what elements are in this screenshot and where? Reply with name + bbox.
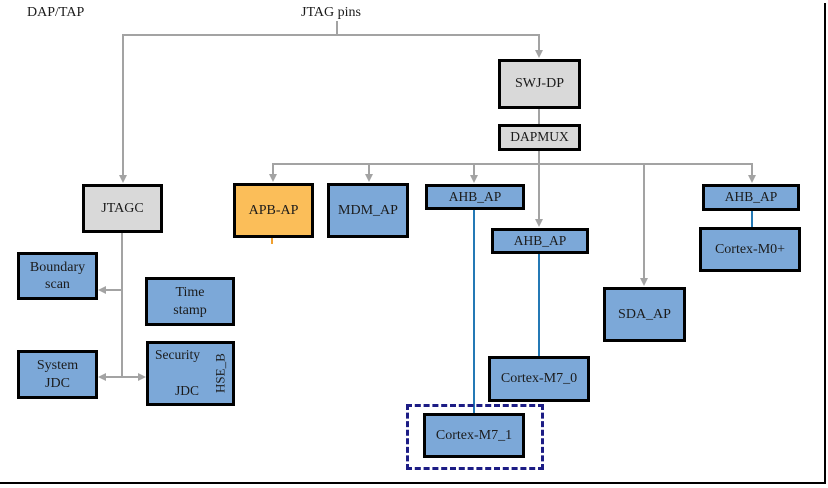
node-dapmux-label: DAPMUX: [510, 129, 569, 145]
node-jtagc-label: JTAGC: [101, 200, 144, 216]
connector-to-swj-dp: [538, 34, 540, 51]
cortex-m7-1-dashed-outline: [406, 404, 544, 470]
node-cortex-m7-1: Cortex-M7_1: [423, 413, 525, 458]
arrowhead-swj-dp: [535, 50, 543, 58]
node-sda-ap: SDA_AP: [603, 287, 686, 342]
connector-boundary-scan: [104, 289, 123, 291]
node-time-stamp-label: Time stamp: [173, 285, 207, 318]
node-system-jdc: System JDC: [17, 350, 98, 399]
figure-border-right: [824, 3, 826, 483]
node-mdm-ap: MDM_AP: [327, 183, 409, 238]
node-security-label: Security: [155, 347, 200, 362]
node-cortex-m7-0-label: Cortex-M7_0: [500, 371, 578, 387]
arrowhead-sda-ap: [640, 278, 648, 286]
connector-drop-apb-ap: [272, 163, 274, 176]
node-ahb-ap-right-label: AHB_AP: [724, 189, 778, 205]
connector-drop-mdm-ap: [368, 163, 370, 176]
connector-apb-ap-stub: [271, 238, 273, 244]
node-ahb-ap-left-label: AHB_AP: [448, 188, 502, 204]
jtag-pins-label: JTAG pins: [301, 5, 361, 20]
node-cortex-m7-0: Cortex-M7_0: [488, 356, 590, 402]
connector-drop-ahb-ap-center: [538, 163, 540, 220]
figure-border-bottom: [0, 482, 826, 484]
arrowhead-ahb-ap-left: [470, 175, 478, 183]
node-jdc-label: JDC: [175, 383, 200, 399]
arrowhead-apb-ap: [269, 174, 277, 182]
connector-ahb-center-to-cortex-m7-0: [538, 253, 540, 356]
node-mdm-ap-label: MDM_AP: [338, 202, 398, 218]
arrowhead-security-jdc: [138, 373, 146, 381]
connector-swjdp-dapmux: [538, 108, 540, 124]
arrowhead-ahb-ap-center: [535, 219, 543, 227]
node-cortex-m7-1-label: Cortex-M7_1: [435, 427, 513, 443]
node-sda-ap-label: SDA_AP: [618, 306, 671, 322]
connector-jtag-pins-stub: [336, 21, 338, 35]
arrowhead-mdm-ap: [365, 174, 373, 182]
node-ahb-ap-center: AHB_AP: [491, 228, 589, 254]
node-time-stamp: Time stamp: [145, 277, 235, 326]
connector-distribution-bus: [272, 163, 753, 165]
node-dapmux: DAPMUX: [498, 124, 581, 151]
arrowhead-system-jdc: [98, 373, 106, 381]
connector-top-horizontal: [122, 34, 540, 36]
connector-jdc-bridge: [104, 376, 140, 378]
connector-ahb-right-to-cortex-m0: [751, 210, 753, 227]
arrowhead-ahb-ap-right: [748, 175, 756, 183]
dap-tap-title: DAP/TAP: [27, 5, 85, 20]
node-hse-b-label: HSE_B: [212, 353, 228, 394]
node-security-jdc: Security JDC HSE_B: [146, 341, 235, 406]
arrowhead-boundary-scan: [98, 286, 106, 294]
connector-to-jtagc: [122, 34, 124, 176]
node-boundary-scan: Boundary scan: [17, 252, 98, 300]
node-ahb-ap-right: AHB_AP: [702, 184, 800, 211]
connector-ahb-left-to-cortex-m7-1: [473, 209, 475, 413]
node-system-jdc-label: System JDC: [36, 358, 79, 391]
node-jtagc: JTAGC: [82, 184, 163, 233]
node-hse-b-rotated: HSE_B: [210, 344, 232, 403]
node-swj-dp-label: SWJ-DP: [514, 76, 564, 92]
node-swj-dp: SWJ-DP: [498, 59, 581, 109]
node-ahb-ap-center-label: AHB_AP: [513, 232, 567, 248]
connector-drop-ahb-ap-right: [751, 163, 753, 176]
connector-drop-ahb-ap-left: [473, 163, 475, 176]
node-cortex-m0: Cortex-M0+: [699, 227, 801, 272]
node-ahb-ap-left: AHB_AP: [425, 184, 525, 210]
connector-dapmux-bus: [538, 150, 540, 164]
connector-jtagc-down: [121, 233, 123, 378]
node-apb-ap-label: APB-AP: [248, 202, 299, 218]
node-boundary-scan-label: Boundary scan: [29, 259, 86, 293]
connector-drop-sda-ap: [643, 163, 645, 279]
node-cortex-m0-label: Cortex-M0+: [714, 241, 786, 257]
arrowhead-jtagc: [119, 175, 127, 183]
node-apb-ap: APB-AP: [233, 183, 314, 238]
